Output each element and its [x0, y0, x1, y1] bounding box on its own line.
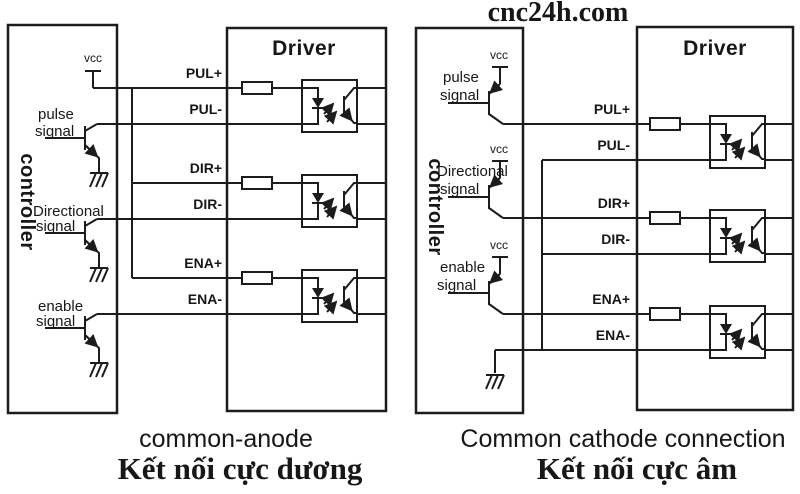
enable-signal-label-right: signal — [437, 277, 476, 294]
pin-label-pul-minus-left: PUL- — [189, 101, 222, 117]
optocoupler-ena-left — [302, 270, 357, 322]
resistor-pul-right — [649, 117, 681, 131]
pin-label-ena-minus-left: ENA- — [188, 291, 223, 307]
pulse-signal-label-right: signal — [440, 87, 479, 104]
vcc-label-right: vcc — [490, 238, 508, 252]
common-anode-diagram — [6, 23, 388, 415]
vcc-label-left: vcc — [84, 51, 102, 65]
caption-common-cathode: Common cathode connection — [460, 425, 785, 453]
optocoupler-dir-left — [302, 175, 357, 227]
pin-label-dir-plus-right: DIR+ — [598, 195, 630, 211]
optocoupler-dir-right — [710, 210, 765, 262]
directional-signal-label-left: signal — [36, 218, 75, 235]
driver-label-right: Driver — [683, 37, 747, 60]
vcc-label-right: vcc — [490, 48, 508, 62]
pin-label-dir-minus-right: DIR- — [601, 231, 630, 247]
caption-vietnamese-left: Kết nối cực dương — [118, 451, 363, 486]
directional-signal-label-right: Directional — [437, 163, 508, 180]
common-cathode-diagram — [414, 25, 795, 415]
left-wiring — [93, 87, 386, 315]
resistor-dir-left — [241, 176, 273, 190]
vcc-rail-left — [84, 70, 102, 89]
pin-label-dir-minus-left: DIR- — [193, 196, 222, 212]
enable-signal-label-right: enable — [440, 259, 485, 276]
resistor-ena-left — [241, 271, 273, 285]
directional-signal-label-right: signal — [440, 181, 479, 198]
ground-right — [485, 374, 505, 390]
controller-label-right: controller — [424, 158, 446, 255]
enable-signal-label-left: signal — [36, 313, 75, 330]
directional-signal-label-left: Directional — [33, 203, 104, 220]
caption-common-anode: common-anode — [139, 425, 313, 453]
pin-label-ena-minus-right: ENA- — [596, 327, 631, 343]
site-brand: cnc24h.com — [488, 0, 629, 28]
enable-signal-label-left: enable — [38, 298, 83, 315]
driver-label-left: Driver — [272, 37, 336, 60]
pin-label-dir-plus-left: DIR+ — [190, 160, 222, 176]
pulse-signal-label-left: signal — [35, 123, 74, 140]
resistor-ena-right — [649, 307, 681, 321]
caption-vietnamese-right: Kết nối cực âm — [537, 451, 737, 486]
pin-label-pul-minus-right: PUL- — [597, 137, 630, 153]
pin-label-pul-plus-right: PUL+ — [594, 101, 630, 117]
optocoupler-pul-left — [302, 80, 357, 132]
resistor-pul-left — [241, 81, 273, 95]
optocoupler-pul-right — [710, 116, 765, 168]
vcc-label-right: vcc — [490, 142, 508, 156]
controller-box-right — [414, 26, 525, 415]
pulse-signal-label-left: pulse — [38, 106, 74, 123]
pin-label-pul-plus-left: PUL+ — [186, 65, 222, 81]
pin-label-ena-plus-right: ENA+ — [592, 291, 630, 307]
controller-label-left: controller — [16, 153, 38, 250]
pin-label-ena-plus-left: ENA+ — [184, 255, 222, 271]
resistor-dir-right — [649, 211, 681, 225]
right-wiring — [494, 123, 793, 373]
optocoupler-ena-right — [710, 306, 765, 358]
pulse-signal-label-right: pulse — [443, 69, 479, 86]
